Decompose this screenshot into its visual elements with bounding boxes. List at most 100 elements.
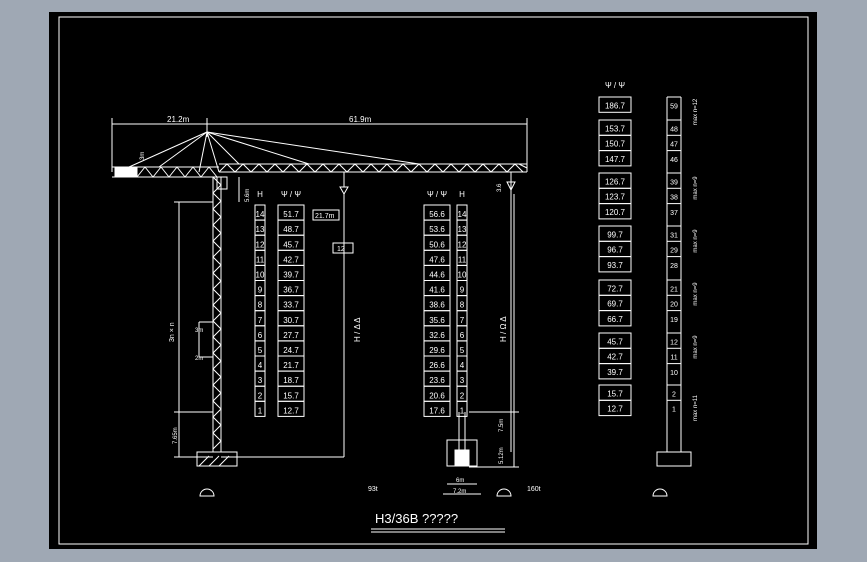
table-h-value: 9 xyxy=(460,286,465,295)
table-v-value: 44.6 xyxy=(429,271,445,280)
footing-symbol xyxy=(652,488,668,497)
table-v-value: 150.7 xyxy=(605,140,626,149)
table-v-value: 39.7 xyxy=(283,271,299,280)
table-cell xyxy=(423,400,451,417)
table-header-v: Ψ / Ψ xyxy=(281,190,301,199)
section-side-label: max n=9 xyxy=(693,282,699,306)
right-weight: 160t xyxy=(527,486,541,493)
table-v-value: 36.7 xyxy=(283,286,299,295)
section-number: 11 xyxy=(670,355,677,362)
counterweight xyxy=(114,166,138,178)
table-h-value: 6 xyxy=(460,331,465,340)
vertical-label-left: H / Δ Δ xyxy=(353,317,362,342)
table-v-value: 27.7 xyxy=(283,331,299,340)
table-v-value: 51.7 xyxy=(283,210,299,219)
section-number: 20 xyxy=(670,302,678,309)
table-cell xyxy=(598,363,632,380)
section-side-label: max n=11 xyxy=(693,394,699,421)
table-v-value: 126.7 xyxy=(605,177,626,186)
section-number: 2 xyxy=(672,391,676,398)
counter-tie xyxy=(128,131,208,168)
table-v-value: 17.6 xyxy=(429,406,445,415)
table-v-value: 45.7 xyxy=(283,240,299,249)
table-v-value: 47.6 xyxy=(429,255,445,264)
table-v-value: 66.7 xyxy=(607,315,623,324)
section-number: 21 xyxy=(670,286,678,293)
mast-step-a: 3m xyxy=(195,328,203,334)
table-v-value: 41.6 xyxy=(429,286,445,295)
section-number: 12 xyxy=(670,339,678,346)
base-width-b: 7.2m xyxy=(453,489,466,495)
table-v-value: 45.7 xyxy=(607,337,623,346)
mid-mast xyxy=(443,172,519,495)
section-number: 29 xyxy=(670,248,678,255)
table-v-value: 123.7 xyxy=(605,193,626,202)
table-v-value: 50.6 xyxy=(429,240,445,249)
table-h-value: 5 xyxy=(460,346,465,355)
table-v-value: 69.7 xyxy=(607,300,623,309)
drawing-frame xyxy=(58,16,809,545)
section-side-label: max n=9 xyxy=(693,176,699,200)
table-v-value: 53.6 xyxy=(429,225,445,234)
table-h-value: 13 xyxy=(256,225,265,234)
table-h-value: 14 xyxy=(256,210,265,219)
left-weight: 93t xyxy=(368,486,378,493)
table-h-value: 11 xyxy=(458,255,467,264)
table-cell xyxy=(598,399,632,417)
table-v-value: 120.7 xyxy=(605,208,626,217)
table-v-value: 99.7 xyxy=(607,230,623,239)
base-dim-a: 7.65m xyxy=(173,427,179,444)
counter-tie xyxy=(158,131,208,168)
section-number: 31 xyxy=(670,232,678,239)
section-base xyxy=(656,451,692,467)
apex-height: 3m xyxy=(140,152,146,160)
section-number: 28 xyxy=(670,263,678,270)
table-v-value: 33.7 xyxy=(283,301,299,310)
mast-formula: 3n × n xyxy=(169,322,176,342)
table-header-v: Ψ / Ψ xyxy=(427,190,447,199)
table-v-value: 12.7 xyxy=(283,406,299,415)
table-v-value: 186.7 xyxy=(605,101,626,110)
table-cell xyxy=(598,310,632,327)
section-side-label: max n=9 xyxy=(693,335,699,359)
jib-length: 61.9m xyxy=(349,115,372,124)
table-h-value: 10 xyxy=(458,271,467,280)
table-v-value: 29.6 xyxy=(429,346,445,355)
jib-tie xyxy=(206,131,240,165)
radius-tag xyxy=(312,209,340,221)
table-cell xyxy=(598,96,632,113)
section-number: 59 xyxy=(670,103,678,110)
mid-hook xyxy=(506,181,516,192)
section-number: 47 xyxy=(670,142,678,149)
hook xyxy=(339,186,349,196)
base-width-a: 6m xyxy=(456,478,464,484)
table-v-value: 147.7 xyxy=(605,155,626,164)
section-number: 38 xyxy=(670,195,678,202)
base-symbols xyxy=(199,488,668,497)
vertical-label-right: H / Ω Δ xyxy=(499,316,508,342)
mast-lattice xyxy=(212,176,222,450)
section-number: 48 xyxy=(670,126,678,133)
section-number: 37 xyxy=(670,210,678,217)
tower-head xyxy=(206,131,220,173)
table-v-value: 35.6 xyxy=(429,316,445,325)
table-v-value: 24.7 xyxy=(283,346,299,355)
table-v-value: 38.6 xyxy=(429,301,445,310)
table-cell xyxy=(277,400,305,417)
jib-lattice xyxy=(218,163,524,173)
radius-label: 21.7m xyxy=(315,213,335,220)
table-h-value: 5 xyxy=(258,346,263,355)
section-number: 46 xyxy=(670,157,678,164)
table-v-value: 72.7 xyxy=(607,284,623,293)
table-h-value: 8 xyxy=(258,301,263,310)
table-h-value: 1 xyxy=(460,406,465,415)
table-v-value: 96.7 xyxy=(607,246,623,255)
table-v-value: 42.7 xyxy=(607,353,623,362)
table-v-value: 18.7 xyxy=(283,376,299,385)
section-number: 1 xyxy=(672,407,676,414)
mid-height: 3.6 xyxy=(497,183,503,192)
table-v-value: 48.7 xyxy=(283,225,299,234)
base-dim-c: 5.12m xyxy=(499,447,505,464)
